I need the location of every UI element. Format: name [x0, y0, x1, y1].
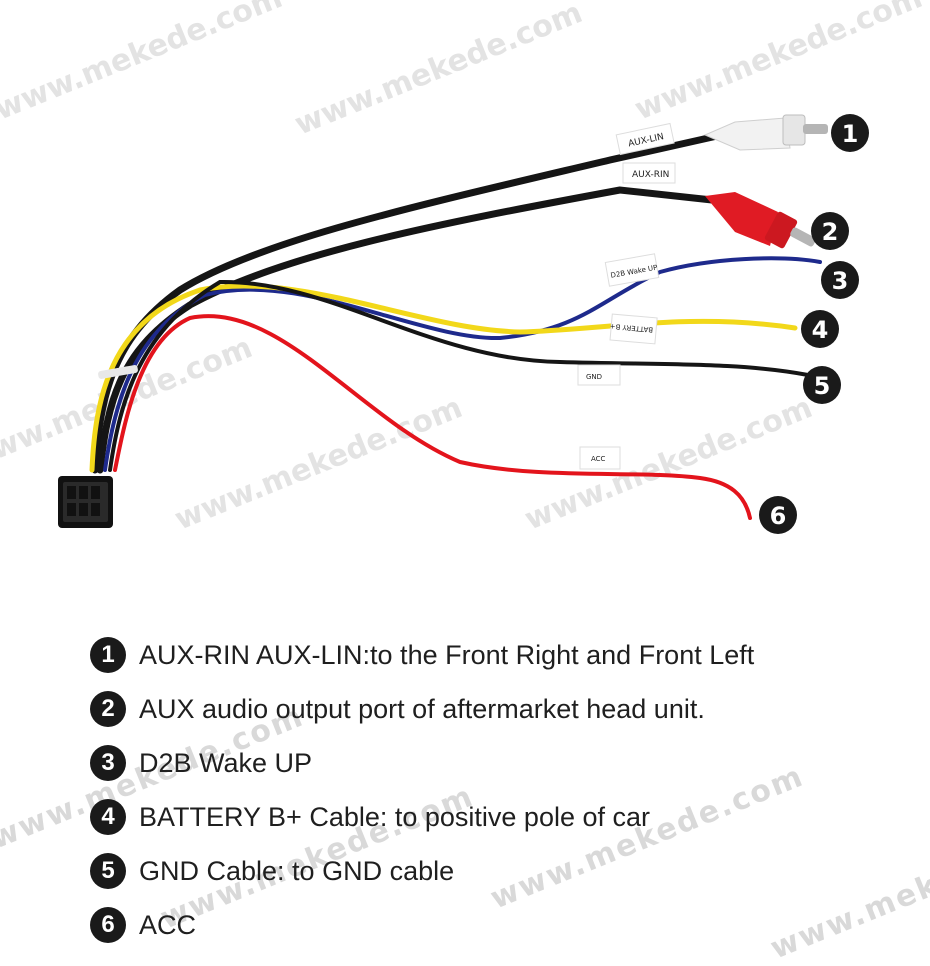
callout-6: 6 — [770, 502, 787, 530]
legend-item: 1 AUX-RIN AUX-LIN:to the Front Right and… — [90, 628, 890, 682]
callout-2: 2 — [822, 218, 839, 246]
number-badge: 4 — [90, 799, 126, 835]
legend-text: AUX-RIN AUX-LIN:to the Front Right and F… — [139, 639, 755, 670]
callouts: 1 2 3 4 5 6 — [759, 114, 869, 534]
watermark-group: www.mekede.com www.mekede.com www.mekede… — [0, 0, 927, 537]
molex-connector — [58, 476, 113, 528]
tag-battery: BATTERY B+ — [609, 322, 653, 334]
number-badge: 5 — [90, 853, 126, 889]
legend-text: GND Cable: to GND cable — [139, 855, 455, 886]
number-badge: 1 — [90, 637, 126, 673]
watermark-text: www.mekede.com — [170, 390, 467, 537]
legend-item: 2 AUX audio output port of aftermarket h… — [90, 682, 890, 736]
callout-4: 4 — [812, 316, 829, 344]
wire-gnd — [108, 279, 810, 472]
legend-list: 1 AUX-RIN AUX-LIN:to the Front Right and… — [90, 628, 890, 952]
tag-aux-rin: AUX-RIN — [632, 170, 669, 180]
wiring-harness-illustration: www.mekede.com www.mekede.com www.mekede… — [0, 0, 927, 537]
wire-acc — [113, 314, 752, 520]
wire-aux-lin — [91, 128, 739, 474]
legend-text: ACC — [139, 909, 197, 940]
legend-text: D2B Wake UP — [139, 747, 313, 778]
number-badge: 6 — [90, 907, 126, 943]
watermark-text: www.mekede.com — [0, 0, 287, 127]
callout-1: 1 — [842, 120, 859, 148]
wire-tags: AUX-LIN AUX-RIN D2B Wake UP BATTERY B+ G… — [577, 122, 676, 470]
watermark-text: www.mekede.com — [290, 0, 587, 142]
tag-gnd: GND — [586, 373, 602, 381]
number-badge: 2 — [90, 691, 126, 727]
legend-text: AUX audio output port of aftermarket hea… — [139, 693, 705, 724]
wire-d2b — [103, 256, 822, 472]
legend-item: 4 BATTERY B+ Cable: to positive pole of … — [90, 790, 890, 844]
watermark-text: www.mekede.com — [630, 0, 927, 127]
cable-tie — [98, 365, 138, 379]
number-badge: 3 — [90, 745, 126, 781]
rca-plug-white — [703, 114, 828, 151]
legend-text: BATTERY B+ Cable: to positive pole of ca… — [139, 801, 651, 832]
callout-3: 3 — [832, 267, 849, 295]
legend-item: 3 D2B Wake UP — [90, 736, 890, 790]
legend-item: 5 GND Cable: to GND cable — [90, 844, 890, 898]
tag-acc: ACC — [591, 455, 606, 463]
legend-item: 6 ACC — [90, 898, 890, 952]
rca-plug-red — [705, 192, 816, 249]
callout-5: 5 — [814, 372, 831, 400]
